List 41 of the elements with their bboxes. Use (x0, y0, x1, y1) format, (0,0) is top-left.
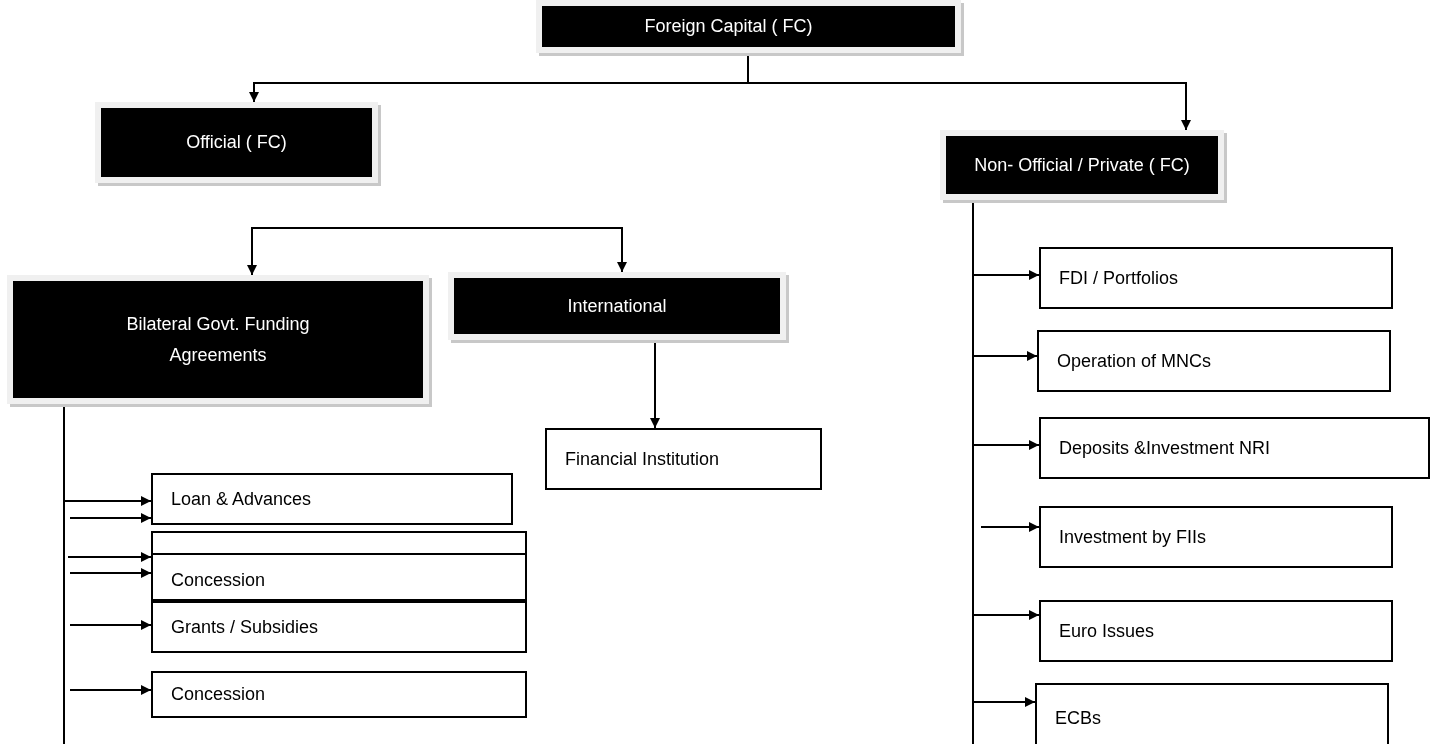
box-label: Euro Issues (1059, 620, 1155, 642)
category-box (448, 272, 786, 340)
item-box (151, 473, 513, 525)
arrow (69, 568, 152, 578)
arrow (980, 522, 1040, 532)
arrow (247, 227, 438, 276)
item-box (1039, 247, 1393, 309)
item-box (1037, 330, 1391, 392)
box-label: Bilateral Govt. Funding Agreements (125, 312, 311, 367)
category-box (95, 102, 378, 183)
arrow (69, 685, 152, 695)
arrow (69, 513, 152, 523)
box-label: ECBs (1055, 707, 1101, 729)
box-label: Financial Institution (565, 448, 720, 470)
box-label: Non- Official / Private ( FC) (973, 153, 1191, 177)
box-label: Official ( FC) (185, 131, 288, 155)
item-box (151, 553, 527, 601)
item-box (545, 428, 822, 490)
arrow (436, 227, 627, 273)
item-box (151, 601, 527, 653)
arrow (69, 620, 152, 630)
box-label: Investment by FIIs (1059, 526, 1207, 548)
empty-box (151, 531, 527, 555)
category-box (940, 130, 1224, 200)
item-box (1039, 600, 1393, 662)
box-label: Loan & Advances (171, 488, 312, 510)
arrow (67, 552, 152, 562)
item-box (1035, 683, 1389, 744)
box-label: Deposits &Investment NRI (1059, 437, 1271, 459)
category-box (536, 0, 961, 53)
box-label: Operation of MNCs (1057, 350, 1212, 372)
box-label: International (566, 294, 668, 318)
box-label: FDI / Portfolios (1059, 267, 1179, 289)
category-box (7, 275, 429, 404)
box-label: Concession (171, 684, 266, 705)
box-label: Foreign Capital ( FC) (643, 15, 814, 39)
item-box (1039, 417, 1430, 479)
box-label: Grants / Subsidies (171, 616, 319, 638)
box-label: Concession (171, 570, 266, 591)
item-box (151, 671, 527, 718)
item-box (1039, 506, 1393, 568)
